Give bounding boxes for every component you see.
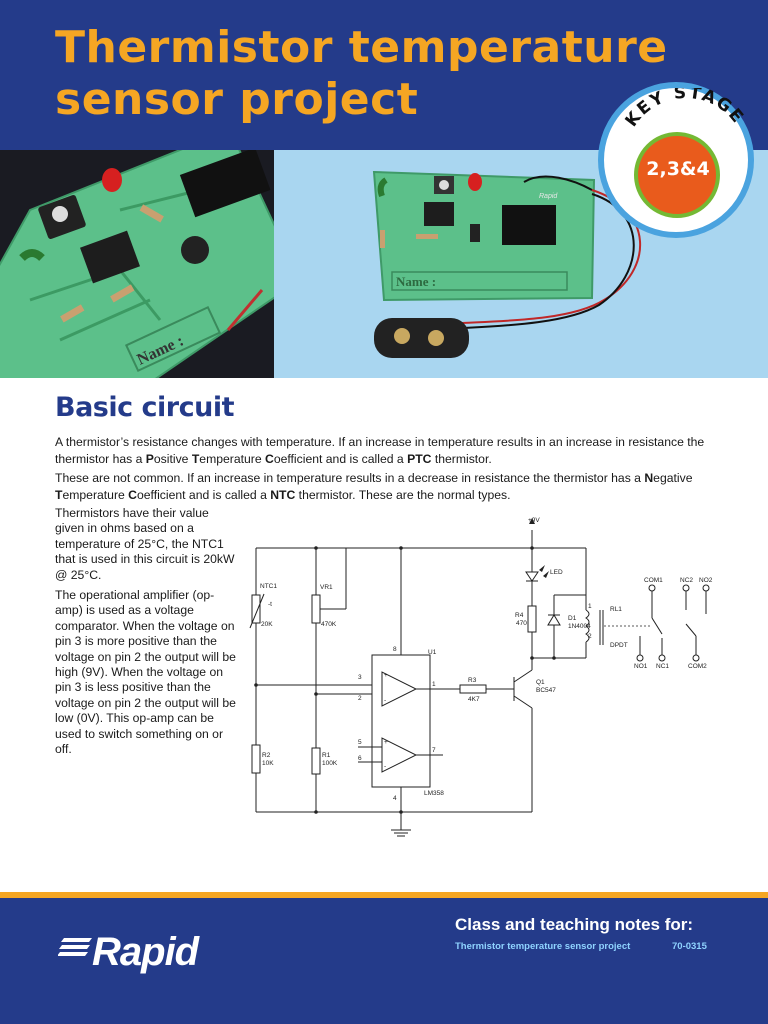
circuit-schematic: +9V NTC1 -t 20K VR1 470K R2 10K R1 100K … (249, 517, 713, 837)
label-com1: COM1 (644, 577, 663, 584)
key-stage-numbers: 2,3&4 (646, 158, 710, 180)
p1-text-b: ositive (153, 451, 192, 466)
p2-bold-c: C (128, 487, 137, 502)
p1-text-d: oefficient and is called a (273, 451, 408, 466)
label-minus-a: - (384, 697, 386, 704)
p1-bold-ptc: PTC (407, 451, 432, 466)
label-d1: D1 (568, 615, 577, 622)
label-r4-value: 470 (516, 620, 527, 627)
label-nc1: NC1 (656, 663, 669, 670)
key-stage-arc: KEY STAGE (622, 88, 748, 131)
p1-bold-c: C (265, 451, 274, 466)
paragraph-op-amp: The operational amplifier (op-amp) is us… (55, 588, 236, 757)
label-supply: +9V (528, 517, 540, 524)
label-d1-value: 1N4004 (568, 623, 591, 630)
p2-bold-ntc: NTC (270, 487, 296, 502)
board-name-label-right: Name : (396, 274, 436, 289)
board-closeup-illustration: Name : (0, 150, 274, 378)
photo-board-closeup: Name : (0, 150, 274, 378)
board-full-illustration: Name : Rapid (372, 170, 641, 358)
rapid-logo: Rapid (92, 930, 199, 974)
label-r3-value: 4K7 (468, 696, 480, 703)
label-pin5: 5 (358, 739, 362, 746)
p2-text-d: oefficient and is called a (136, 487, 271, 502)
paragraph-ptc: A thermistor’s resistance changes with t… (55, 434, 715, 467)
label-pin7: 7 (432, 747, 436, 754)
label-rl1-value: DPDT (610, 642, 628, 649)
title-line-2: sensor project (55, 74, 419, 125)
label-pin3: 3 (358, 674, 362, 681)
label-r2-value: 10K (262, 760, 274, 767)
paragraph-thermistor-value: Thermistors have their value given in oh… (55, 506, 235, 582)
label-relay-pin1: 1 (588, 603, 592, 610)
label-r1: R1 (322, 752, 331, 759)
p2-text-a: These are not common. If an increase in … (55, 471, 645, 485)
p1-text-c: emperature (199, 451, 266, 466)
label-ntc1: NTC1 (260, 583, 277, 590)
label-r1-value: 100K (322, 760, 338, 767)
board-brand-mark: Rapid (539, 193, 558, 200)
p1-bold-p: P (145, 451, 154, 466)
p2-text-c: emperature (62, 487, 129, 502)
apple-icon (634, 132, 720, 218)
label-q1-value: BC547 (536, 687, 556, 694)
notes-product-code: 70-0315 (672, 941, 707, 952)
label-pin1: 1 (432, 681, 436, 688)
label-ntc1-value: 20K (261, 621, 273, 628)
p1-text-e: thermistor. (431, 451, 492, 466)
section-title: Basic circuit (55, 392, 235, 423)
label-com2: COM2 (688, 663, 707, 670)
label-rl1: RL1 (610, 606, 622, 613)
p1-bold-t: T (191, 451, 200, 466)
label-no1: NO1 (634, 663, 648, 670)
page-title: Thermistor temperature sensor project (55, 22, 668, 126)
label-q1: Q1 (536, 679, 545, 686)
paragraph-ntc: These are not common. If an increase in … (55, 470, 715, 503)
label-ic: LM358 (424, 790, 444, 797)
footer-stripe (0, 892, 768, 898)
label-plus-a: + (384, 672, 388, 679)
footer-band (0, 898, 768, 1024)
p2-text-b: egative (653, 471, 693, 485)
notes-project-name: Thermistor temperature sensor project (455, 941, 631, 952)
label-ntc1-t: -t (268, 601, 272, 608)
label-nc2: NC2 (680, 577, 693, 584)
label-vr1: VR1 (320, 584, 333, 591)
p2-text-e: thermistor. These are the normal types. (295, 487, 511, 502)
label-vr1-value: 470K (321, 621, 337, 628)
rapid-logo-icon (58, 938, 92, 956)
label-led: LED (550, 569, 563, 576)
title-line-1: Thermistor temperature (55, 22, 668, 73)
label-r2: R2 (262, 752, 271, 759)
label-r3: R3 (468, 677, 477, 684)
p2-bold-t: T (55, 487, 63, 502)
label-r4: R4 (515, 612, 524, 619)
header-band: Thermistor temperature sensor project (0, 0, 768, 150)
svg-text:KEY STAGE: KEY STAGE (622, 88, 748, 131)
label-u1: U1 (428, 649, 437, 656)
label-pin6: 6 (358, 755, 362, 762)
key-stage-badge: KEY STAGE 2,3&4 (598, 82, 754, 238)
label-minus-b: - (384, 763, 386, 770)
label-relay-pin2: 2 (588, 633, 592, 640)
label-no2: NO2 (699, 577, 713, 584)
p1-text-a: A thermistor’s resistance changes with t… (55, 435, 705, 466)
notes-title: Class and teaching notes for: (455, 915, 694, 934)
label-plus-b: + (384, 739, 388, 746)
p2-bold-n: N (644, 471, 654, 485)
label-pin8: 8 (393, 646, 397, 653)
key-stage-arc-text: KEY STAGE (622, 88, 747, 131)
label-pin2: 2 (358, 695, 362, 702)
label-pin4: 4 (393, 795, 397, 802)
